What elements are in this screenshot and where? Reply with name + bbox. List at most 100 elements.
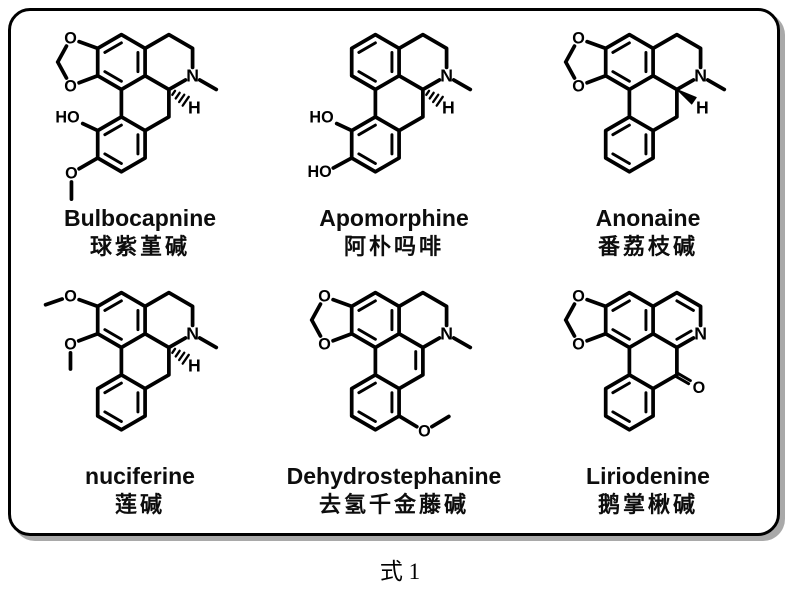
- methoxy-bonds-top: [43, 297, 100, 309]
- n-methyl-bond: [197, 336, 219, 350]
- stereo-solid-wedge: [676, 88, 697, 105]
- molecule-name-zh: 球紫堇碱: [89, 233, 190, 259]
- ring-bonds: [95, 290, 195, 432]
- atom-label-n: N: [440, 324, 453, 344]
- methoxy-bonds: [397, 414, 451, 429]
- stereo-hash-wedge: [171, 347, 190, 365]
- atom-label-h: H: [188, 97, 201, 117]
- hash-lines: [425, 89, 444, 107]
- molecule-name-en: Anonaine: [595, 205, 701, 231]
- skeleton-bonds: [55, 32, 219, 201]
- apomorphine-structure: N H HO HO: [307, 32, 473, 181]
- ring-bonds: [603, 32, 703, 174]
- double-bonds: [611, 299, 695, 423]
- carbonyl-double-bond: [674, 371, 692, 386]
- molecule-names: Bulbocapnine 球紫堇碱: [63, 205, 217, 261]
- dehydrostephanine-structure: O O N O: [309, 287, 473, 441]
- double-bonds: [103, 41, 140, 165]
- methylenedioxy-bonds: [309, 297, 354, 343]
- atom-labels: O O N O: [572, 287, 707, 397]
- atom-label-h: H: [442, 97, 455, 117]
- liriodenine-structure: O O N O: [563, 287, 707, 432]
- molecule-name-zh: 番荔枝碱: [597, 233, 698, 259]
- atom-label-o: O: [572, 29, 585, 47]
- atom-label-o: O: [64, 77, 77, 95]
- ring-bonds: [349, 32, 449, 174]
- aromatic-inner-lines: [611, 41, 648, 165]
- n-methyl-bond: [197, 78, 219, 92]
- aromatic-inner-lines: [357, 299, 394, 423]
- atom-label-n: N: [440, 66, 453, 86]
- molecule-names: Dehydrostephanine 去氢千金藤碱: [286, 463, 502, 519]
- molecule-name-zh: 去氢千金藤碱: [318, 491, 469, 517]
- molecule-names: Apomorphine 阿朴吗啡: [319, 205, 469, 261]
- atom-label-n: N: [186, 324, 199, 344]
- anonaine-structure: O O N H: [563, 29, 727, 174]
- molecule-card-bulbocapnine: O O N H HO O Bulbocapnine 球紫堇碱: [13, 17, 267, 275]
- aromatic-inner-lines: [357, 41, 394, 165]
- atom-labels: N H HO HO: [307, 66, 454, 181]
- skeleton-bonds: [309, 290, 473, 432]
- stereo-hash-wedge: [171, 89, 190, 107]
- atom-label-o: O: [572, 335, 585, 353]
- double-bonds: [103, 299, 140, 423]
- molecule-names: Liriodenine 鹅掌楸碱: [586, 463, 710, 519]
- n-methyl-bond: [451, 78, 473, 92]
- atom-label-ho: HO: [307, 163, 331, 181]
- figure-caption: 式 1: [379, 559, 421, 584]
- methylenedioxy-bonds: [563, 297, 608, 343]
- methoxy-bonds: [69, 156, 100, 201]
- molecule-name-zh: 莲碱: [114, 491, 165, 517]
- atom-label-o: O: [318, 335, 331, 353]
- atom-label-o: O: [572, 77, 585, 95]
- double-bonds: [357, 41, 394, 165]
- molecule-names: Anonaine 番荔枝碱: [595, 205, 701, 261]
- pyridine-inner-lines: [675, 299, 695, 341]
- molecule-name-zh: 阿朴吗啡: [343, 233, 444, 259]
- atom-label-o: O: [64, 287, 77, 305]
- atom-label-o: O: [693, 379, 706, 397]
- atom-label-n: N: [694, 66, 707, 86]
- molecule-name-zh: 鹅掌楸碱: [597, 491, 698, 517]
- atom-labels: O O N H HO O: [55, 29, 200, 182]
- bulbocapnine-structure: O O N H HO O: [55, 29, 219, 201]
- molecule-card-anonaine: O O N H Anonaine 番荔枝碱: [521, 17, 775, 275]
- aromatic-inner-lines: [103, 41, 140, 165]
- skeleton-bonds: [331, 32, 473, 174]
- atom-labels: O O N O: [318, 287, 453, 440]
- atom-label-n: N: [186, 66, 199, 86]
- molecule-name-en: Apomorphine: [319, 205, 469, 231]
- n-methyl-bond: [705, 78, 727, 92]
- double-bonds: [611, 41, 648, 165]
- atom-labels: O O N H: [64, 287, 201, 375]
- ring-bonds: [349, 290, 449, 432]
- ring-bonds: [603, 290, 703, 432]
- molecule-card-nuciferine: O O N H nuciferine 莲碱: [13, 275, 267, 533]
- methylenedioxy-bonds: [563, 39, 608, 85]
- molecule-name-en: Dehydrostephanine: [286, 463, 502, 489]
- hydroxyl-bonds: [331, 121, 354, 170]
- molecule-card-dehydrostephanine: O O N O Dehydrostephanine 去氢千金藤碱: [267, 275, 521, 533]
- atom-label-o: O: [65, 165, 78, 183]
- atom-label-n: N: [694, 324, 707, 344]
- atom-label-o: O: [64, 29, 77, 47]
- atom-label-o: O: [418, 423, 431, 441]
- atom-label-o: O: [572, 287, 585, 305]
- molecule-name-en: nuciferine: [85, 463, 195, 489]
- skeleton-bonds: [43, 290, 219, 432]
- stereo-hash-wedge: [425, 89, 444, 107]
- molecule-grid: O O N H HO O Bulbocapnine 球紫堇碱: [13, 17, 775, 533]
- atom-label-o: O: [64, 335, 77, 353]
- molecule-card-apomorphine: N H HO HO Apomorphine 阿朴吗啡: [267, 17, 521, 275]
- n-methyl-bond: [451, 336, 473, 350]
- atom-label-h: H: [696, 97, 709, 117]
- molecule-name-en: Liriodenine: [586, 463, 710, 489]
- atom-label-o: O: [318, 287, 331, 305]
- methylenedioxy-bonds: [55, 39, 100, 85]
- molecule-name-en: Bulbocapnine: [63, 205, 217, 231]
- skeleton-bonds: [563, 290, 703, 432]
- molecule-card-liriodenine: O O N O Liriodenine 鹅掌楸碱: [521, 275, 775, 533]
- hash-lines: [171, 89, 190, 107]
- nuciferine-structure: O O N H: [43, 287, 219, 432]
